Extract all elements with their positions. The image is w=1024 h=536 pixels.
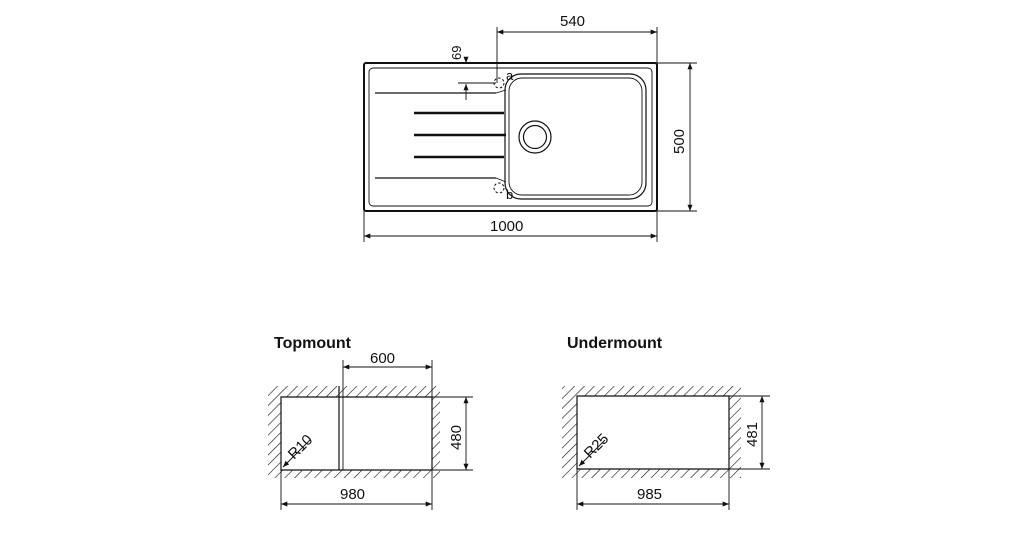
sink-outline: [363, 62, 658, 212]
topmount-dim-980-label: 980: [340, 486, 365, 503]
dim-500-label: 500: [671, 129, 688, 154]
topmount-dim-600-label: 600: [370, 350, 395, 367]
undermount-dim-985-label: 985: [637, 486, 662, 503]
dim-1000-label: 1000: [490, 218, 523, 235]
topmount-radius-leader: [282, 439, 311, 468]
undermount-radius-leader: [578, 439, 606, 467]
drain-icon: [518, 120, 552, 154]
undermount-view: Undermount 481 985 R25: [562, 335, 770, 510]
topmount-radius-label: R10: [285, 431, 316, 462]
sink-bowl: [504, 73, 647, 200]
undermount-dim-481-label: 481: [744, 422, 761, 447]
drainboard-grooves: [375, 89, 507, 183]
topmount-hatched-cutout-wall: [268, 386, 440, 478]
dim-540-label: 540: [560, 13, 585, 30]
sink-bowl-inner: [508, 77, 643, 196]
dim-69-label: 69: [449, 46, 464, 60]
undermount-hatched-cutout-wall: [562, 386, 741, 478]
topmount-view: Topmount 600 480 980 R10: [268, 335, 473, 510]
undermount-radius-label: R25: [581, 430, 612, 461]
tap-hole-b: [493, 182, 505, 194]
undermount-title: Undermount: [567, 335, 663, 352]
topmount-title: Topmount: [274, 335, 352, 352]
sink-inner-outline: [368, 67, 653, 207]
tap-hole-b-label: b: [506, 187, 513, 202]
tap-hole-a-label: a: [506, 68, 514, 83]
topmount-dim-480-label: 480: [448, 425, 465, 450]
main-sink-view: a b 69 540 500 1000: [363, 13, 697, 242]
